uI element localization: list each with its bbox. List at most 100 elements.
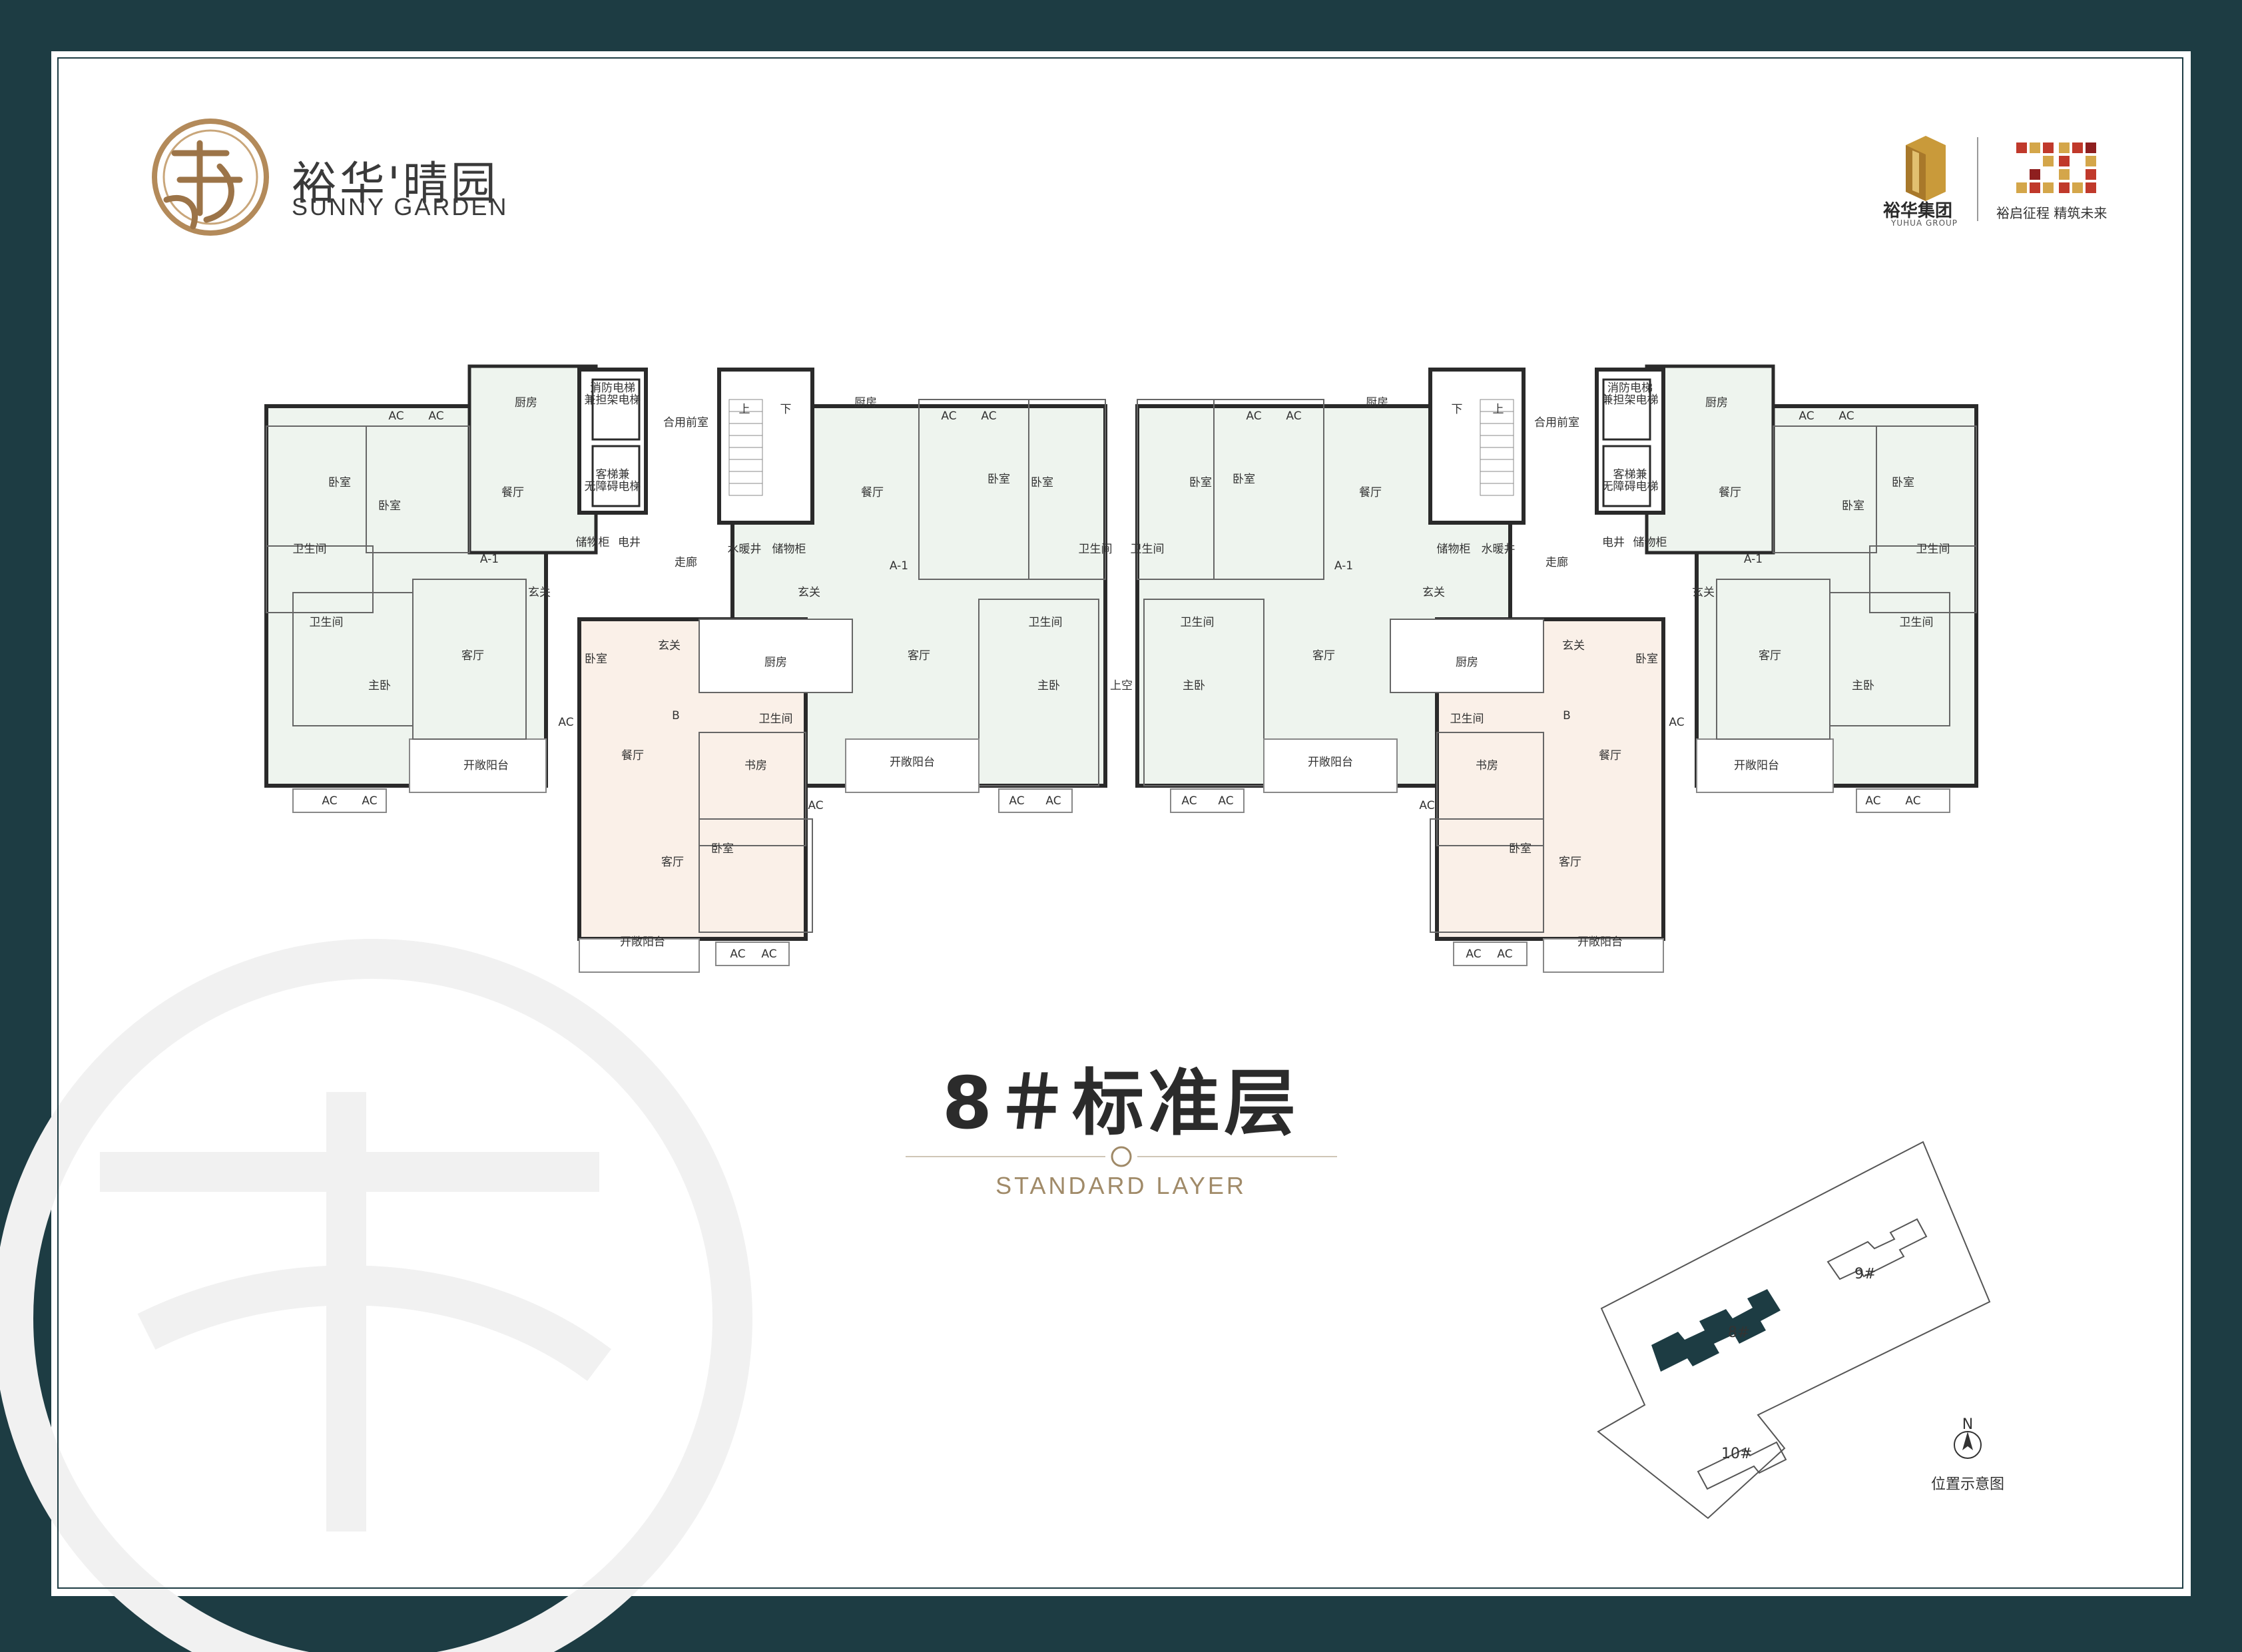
stair-core [717,368,814,525]
label-balcony: 开敞阳台 [463,759,509,772]
label-ac: AC [1497,948,1512,961]
label-living: 客厅 [908,649,930,663]
page-subtitle: STANDARD LAYER [995,1172,1247,1199]
label-bathroom: 卫生间 [310,616,344,629]
compass-north-label: N [1962,1416,1973,1433]
building-9-outline [1826,1218,1928,1280]
unit-a-ac-box [1856,788,1950,813]
label-passenger-elevator: 无障碍电梯 [1602,480,1659,493]
label-bathroom: 卫生间 [1916,543,1950,556]
label-bathroom: 卫生间 [1029,616,1063,629]
label-bedroom: 卧室 [378,499,401,513]
label-storage: 储物柜 [576,536,610,549]
label-kitchen: 厨房 [854,396,877,410]
brand-name-en: SUNNY GARDEN [292,193,509,220]
label-ac: AC [808,799,823,812]
label-master-bedroom: 主卧 [1852,679,1874,692]
unit-a-living-zone [412,579,527,740]
elevator-core [1595,368,1665,515]
label-bedroom: 卧室 [585,653,607,666]
building-8-label: 8# [1728,1324,1749,1341]
label-ac: AC [941,410,956,423]
label-balcony: 开敞阳台 [890,756,935,769]
label-master-bedroom: 主卧 [368,679,391,692]
label-bedroom: 卧室 [328,476,351,489]
label-bedroom: 卧室 [1635,653,1658,666]
label-bathroom: 卫生间 [1079,543,1113,556]
label-fire-elevator: 兼担架电梯 [585,394,641,407]
label-unit-a: A-1 [1334,559,1353,573]
label-bathroom: 卫生间 [293,543,327,556]
label-dining: 餐厅 [1599,749,1621,762]
label-entrance: 玄关 [1692,586,1715,599]
label-passenger-elevator: 无障碍电梯 [585,480,641,493]
label-ac: AC [558,716,573,729]
label-ac: AC [362,794,377,808]
unit-b-bedroom [699,818,813,933]
label-ac: AC [761,948,776,961]
label-study: 书房 [744,759,767,772]
unit-b-ac-box [715,942,790,966]
label-living: 客厅 [1312,649,1335,663]
stair-tread [1480,483,1514,496]
label-ac: AC [1181,794,1197,808]
label-ac: AC [1865,794,1880,808]
sunny-garden-emblem [152,119,269,236]
label-living: 客厅 [461,649,484,663]
label-bedroom: 卧室 [1842,499,1864,513]
label-electric-shaft: 电井 [1602,536,1625,549]
label-kitchen: 厨房 [515,396,537,410]
label-stair-down: 下 [1452,403,1463,416]
unit-a-inner-master [1143,599,1264,786]
label-shared-lobby: 合用前室 [1534,416,1579,429]
label-ac: AC [1466,948,1481,961]
label-bedroom: 卧室 [1509,842,1532,856]
brand-name-cn: 裕华'晴园 [292,158,499,210]
label-unit-b: B [672,709,680,722]
label-living: 客厅 [1559,856,1581,869]
page-title: 8＃标准层 [942,1062,1300,1145]
label-unit-a: A-1 [1744,553,1763,566]
unit-b-study [1436,732,1544,846]
label-master-bedroom: 主卧 [1037,679,1060,692]
label-ac: AC [1009,794,1024,808]
label-storage: 储物柜 [1437,543,1471,556]
unit-a-kitchen-block [1647,366,1773,553]
label-ac: AC [730,948,745,961]
unit-a-inner-master [978,599,1099,786]
unit-a-balcony [409,738,547,793]
label-living: 客厅 [1759,649,1781,663]
group-name-en: YUHUA GROUP [1891,218,1958,228]
label-ac: AC [388,410,404,423]
label-stair-up: 上 [1493,403,1504,416]
unit-b-kitchen [1390,619,1544,693]
label-stair-down: 下 [780,403,792,416]
label-study: 书房 [1476,759,1498,772]
label-passenger-elevator: 客梯兼 [596,468,630,481]
compass-icon [1954,1431,1982,1459]
label-ac: AC [1218,794,1233,808]
plan-right-wing: 厨房卧室卧室餐厅卫生间卫生间客厅主卧开敞阳台A-1ACACACAC玄关储物柜电井… [1131,364,1978,973]
label-passenger-elevator: 客梯兼 [1613,468,1647,481]
label-entrance: 玄关 [798,586,820,599]
label-living: 客厅 [661,856,684,869]
unit-a-bedroom-2 [366,425,470,553]
yuhua-group-emblem [1906,136,1946,201]
label-entrance: 玄关 [1562,639,1585,653]
stair-core [1428,368,1526,525]
label-unit-a: A-1 [890,559,908,573]
building-10-outline [1697,1441,1787,1490]
unit-a-inner-ac-box [998,788,1073,813]
label-ac: AC [1799,410,1814,423]
label-ac: AC [1045,794,1061,808]
group-name: 裕华集团 [1883,201,1953,221]
group-slogan: 裕启征程 精筑未来 [1996,205,2107,221]
label-entrance: 玄关 [658,639,681,653]
label-balcony: 开敞阳台 [620,936,665,949]
label-water-shaft: 水暖井 [1482,543,1516,556]
label-dining: 餐厅 [621,749,644,762]
